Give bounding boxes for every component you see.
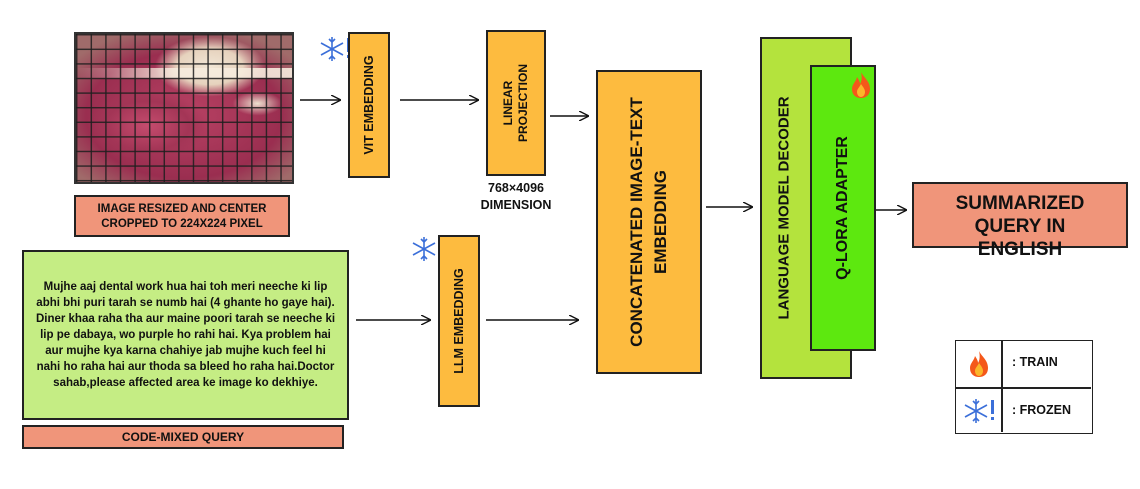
query-text: Mujhe aaj dental work hua hai toh meri n… (35, 281, 336, 389)
legend-train-label: : TRAIN (1012, 355, 1058, 369)
llm-embedding-label: LLM EMBEDDING (452, 268, 466, 374)
input-image (74, 32, 294, 184)
image-caption: IMAGE RESIZED AND CENTER CROPPED TO 224X… (74, 195, 290, 237)
vit-embedding-label: VIT EMBEDDING (362, 55, 376, 155)
query-caption: CODE-MIXED QUERY (22, 425, 344, 449)
decoder-label: LANGUAGE MODEL DECODER (775, 96, 793, 320)
fire-icon (970, 351, 988, 377)
dimension-label: 768×4096 DIMENSION (480, 181, 552, 212)
legend: : TRAIN : FROZEN (955, 340, 1093, 434)
legend-divider-h (956, 387, 1091, 389)
linear-projection-label: LINEAR PROJECTION (501, 64, 530, 143)
output-box: SUMMARIZED QUERY IN ENGLISH (912, 182, 1128, 260)
output-label: SUMMARIZED QUERY IN ENGLISH (955, 193, 1085, 260)
vit-embedding-box: VIT EMBEDDING (348, 32, 390, 178)
adapter-box: Q-LORA ADAPTER (810, 65, 876, 351)
image-caption-text: IMAGE RESIZED AND CENTER CROPPED TO 224X… (97, 203, 267, 230)
linear-projection-box: LINEAR PROJECTION (486, 30, 546, 176)
legend-divider-v (1001, 341, 1003, 432)
query-box: Mujhe aaj dental work hua hai toh meri n… (22, 250, 349, 420)
fire-icon (852, 72, 870, 98)
legend-frozen-label: : FROZEN (1012, 403, 1072, 417)
query-caption-text: CODE-MIXED QUERY (121, 430, 245, 444)
concat-embedding-box: CONCATENATED IMAGE-TEXT EMBEDDING (596, 70, 702, 374)
adapter-label: Q-LORA ADAPTER (834, 136, 851, 280)
snowflake-icon (964, 399, 994, 423)
llm-embedding-box: LLM EMBEDDING (438, 235, 480, 407)
concat-embedding-label: CONCATENATED IMAGE-TEXT EMBEDDING (627, 97, 670, 347)
